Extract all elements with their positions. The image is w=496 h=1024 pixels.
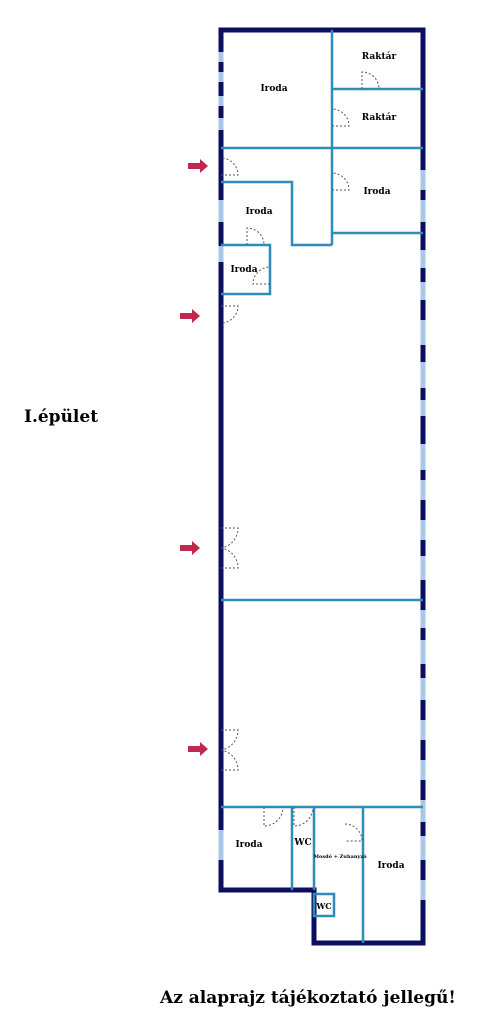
room-label-iroda: Iroda [260, 84, 287, 94]
inner-walls [221, 30, 423, 943]
room-labels: Iroda Raktár Raktár Iroda Iroda Iroda Ir… [230, 51, 404, 911]
door-arc [361, 71, 380, 90]
outer-walls [218, 27, 426, 946]
wc-small-box [312, 892, 336, 918]
disclaimer-text: Az alaprajz tájékoztató jellegű! [160, 988, 456, 1008]
door-arc [344, 823, 363, 842]
room-label-iroda: Iroda [377, 861, 404, 871]
door-arc [263, 806, 284, 827]
entrance-arrow-icon [188, 159, 208, 173]
room-label-iroda: Iroda [245, 207, 272, 217]
door-arc [246, 227, 265, 246]
entrance-arrows [180, 159, 208, 756]
entrance-arrow-icon [180, 541, 200, 555]
room-label-wc: WC [293, 838, 311, 848]
entrance-arrow-icon [180, 309, 200, 323]
door-arc [331, 172, 350, 191]
door-arc [220, 527, 239, 549]
door-arc [220, 157, 239, 176]
door-arc [220, 305, 239, 324]
outer-wall-outline [218, 27, 426, 946]
room-label-iroda: Iroda [235, 840, 262, 850]
inner-wall [221, 180, 332, 247]
building-label: I.épület [24, 407, 99, 427]
inner-wall [221, 243, 272, 296]
room-label-iroda: Iroda [230, 265, 257, 275]
room-label-mosdo: Mosdó + Zuhanyzó [313, 853, 367, 860]
door-arc [220, 547, 239, 569]
door-arc [293, 806, 314, 827]
entrance-arrow-icon [188, 742, 208, 756]
door-arc [220, 749, 239, 771]
room-label-iroda: Iroda [363, 187, 390, 197]
doors [220, 71, 380, 842]
door-arc [252, 266, 271, 285]
room-label-raktar: Raktár [362, 51, 397, 62]
room-label-raktar: Raktár [362, 112, 397, 123]
door-arc [220, 729, 239, 751]
room-label-wc: WC [315, 901, 331, 911]
door-arc [331, 108, 350, 127]
